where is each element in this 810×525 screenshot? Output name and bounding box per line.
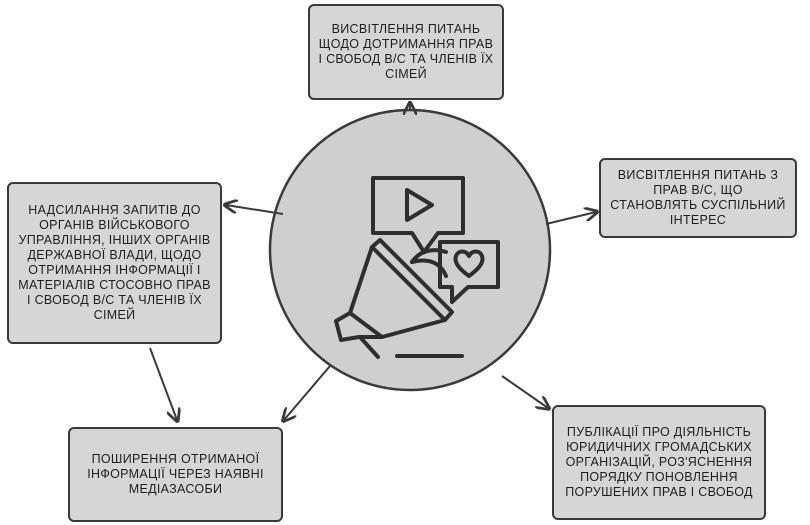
heart-speech-bubble-icon	[438, 240, 500, 304]
node-bottom-right-label: ПУБЛІКАЦІЇ ПРО ДІЯЛЬНІСТЬ ЮРИДИЧНИХ ГРОМ…	[565, 425, 753, 499]
arrow-to-right-box	[545, 212, 596, 225]
arrow-to-bottom-left-box	[284, 365, 331, 420]
node-top-rights-coverage: ВИСВІТЛЕННЯ ПИТАНЬ ЩОДО ДОТРИМАННЯ ПРАВ …	[308, 4, 504, 100]
arrow-left-box-to-bottom-left-box	[149, 347, 177, 420]
node-left-information-requests: НАДСИЛАННЯ ЗАПИТІВ ДО ОРГАНІВ ВІЙСЬКОВОГ…	[7, 182, 222, 344]
megaphone-icon	[334, 238, 464, 359]
arrow-to-bottom-right-box	[501, 375, 548, 408]
node-bottom-left-media-dissemination: ПОШИРЕННЯ ОТРИМАНОЇ ІНФОРМАЦІЇ ЧЕРЕЗ НАЯ…	[68, 427, 283, 522]
node-bottom-left-label: ПОШИРЕННЯ ОТРИМАНОЇ ІНФОРМАЦІЇ ЧЕРЕЗ НАЯ…	[87, 452, 264, 496]
node-top-label: ВИСВІТЛЕННЯ ПИТАНЬ ЩОДО ДОТРИМАННЯ ПРАВ …	[318, 22, 494, 81]
center-circle	[268, 108, 552, 392]
node-bottom-right-publications: ПУБЛІКАЦІЇ ПРО ДІЯЛЬНІСТЬ ЮРИДИЧНИХ ГРОМ…	[552, 405, 766, 520]
node-right-label: ВИСВІТЛЕННЯ ПИТАНЬ З ПРАВ В/С, ЩО СТАНОВ…	[610, 168, 786, 227]
node-right-public-interest: ВИСВІТЛЕННЯ ПИТАНЬ З ПРАВ В/С, ЩО СТАНОВ…	[599, 158, 797, 238]
node-left-label: НАДСИЛАННЯ ЗАПИТІВ ДО ОРГАНІВ ВІЙСЬКОВОГ…	[18, 203, 211, 322]
arrow-to-left-box	[226, 205, 284, 215]
video-play-icon	[371, 176, 465, 254]
